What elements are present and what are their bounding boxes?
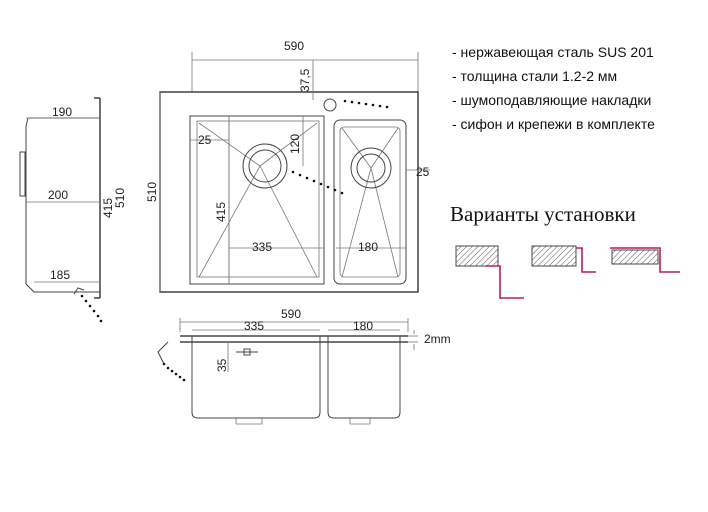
spec-line-steel: - нержавеющая сталь SUS 201: [452, 44, 654, 60]
spec-line-thickness: - толщина стали 1.2-2 мм: [452, 68, 618, 84]
dim-big-bowl-335: 335: [252, 240, 272, 254]
right-drain-icon: [350, 147, 392, 189]
faucet-hole-icon: [323, 98, 337, 112]
dim-height-510: 510: [145, 182, 159, 202]
install-variant-2: [531, 245, 596, 273]
dotted-leader-side: [80, 294, 103, 323]
dim-side-415: 415: [101, 198, 115, 218]
left-drain-icon: [242, 143, 288, 189]
dim-bowl-415: 415: [214, 202, 228, 222]
dim-faucet-37-5: 37,5: [298, 68, 312, 92]
dim-side-200: 200: [48, 188, 68, 202]
dim-side-190: 190: [52, 105, 72, 119]
dotted-leader-front: [162, 362, 186, 382]
spec-line-siphon: - сифон и крепежи в комплекте: [452, 116, 655, 132]
dim-side-185: 185: [50, 268, 70, 282]
install-variants-title: Варианты установки: [450, 202, 636, 226]
overflow-icon: [243, 348, 251, 356]
dim-corner-25: 25: [198, 133, 212, 147]
dim-thickness: 2mm: [424, 332, 451, 346]
dim-top-590: 590: [284, 39, 304, 53]
dim-right-25: 25: [416, 165, 430, 179]
dim-front-335: 335: [244, 319, 264, 333]
front-view: 590 335 180 35 2mm: [157, 307, 451, 425]
dotted-leader-drain: [291, 170, 344, 195]
dotted-leader-faucet: [343, 99, 389, 109]
side-view: 190 200 185 415 510: [19, 97, 127, 323]
dim-front-590: 590: [281, 307, 301, 321]
dim-front-180: 180: [353, 319, 373, 333]
dim-drain-120: 120: [288, 134, 302, 154]
install-variant-1: [455, 245, 524, 299]
install-variant-3: [610, 247, 680, 273]
dim-side-510: 510: [113, 188, 127, 208]
spec-line-noise-pads: - шумоподавляющие накладки: [452, 92, 652, 108]
top-view: 590: [145, 39, 430, 293]
install-variants: [455, 245, 680, 299]
dim-overflow-35: 35: [215, 358, 229, 372]
dim-small-bowl-180: 180: [358, 240, 378, 254]
